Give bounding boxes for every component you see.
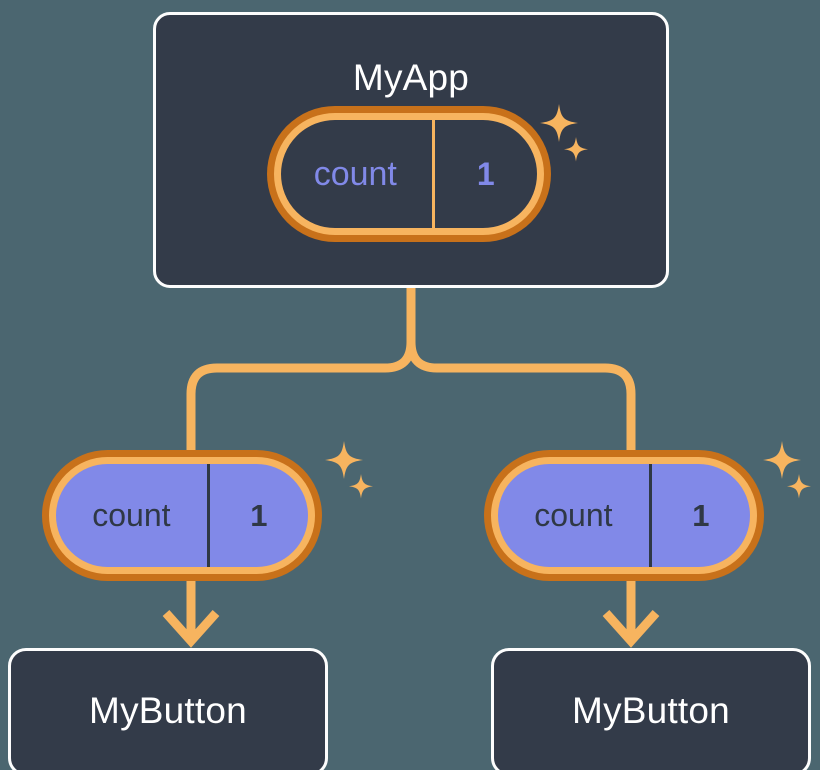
connector-trunk (186, 288, 416, 462)
page-title: MyApp (352, 57, 470, 98)
component-label: MyButton (572, 690, 730, 731)
connector-branch-right (406, 341, 636, 462)
component-box-mybutton-left[interactable]: MyButton (8, 648, 328, 770)
component-box-mybutton-right[interactable]: MyButton (491, 648, 811, 770)
component-label: MyButton (89, 690, 247, 731)
state-pill-root[interactable]: count 1 (274, 113, 544, 235)
state-pill-child-left[interactable]: count 1 (49, 457, 315, 574)
state-pill-key: count (56, 464, 210, 567)
state-pill-key: count (498, 464, 652, 567)
state-pill-value: 1 (250, 497, 268, 533)
state-pill-child-right[interactable]: count 1 (491, 457, 757, 574)
arrow-down-icon-left (162, 610, 220, 648)
state-pill-value: 1 (476, 155, 495, 192)
arrow-down-icon-right (602, 610, 660, 648)
sparkles-icon (325, 441, 373, 499)
sparkles-icon (763, 441, 811, 499)
state-pill-value: 1 (692, 497, 710, 533)
state-pill-key: count (281, 120, 435, 228)
